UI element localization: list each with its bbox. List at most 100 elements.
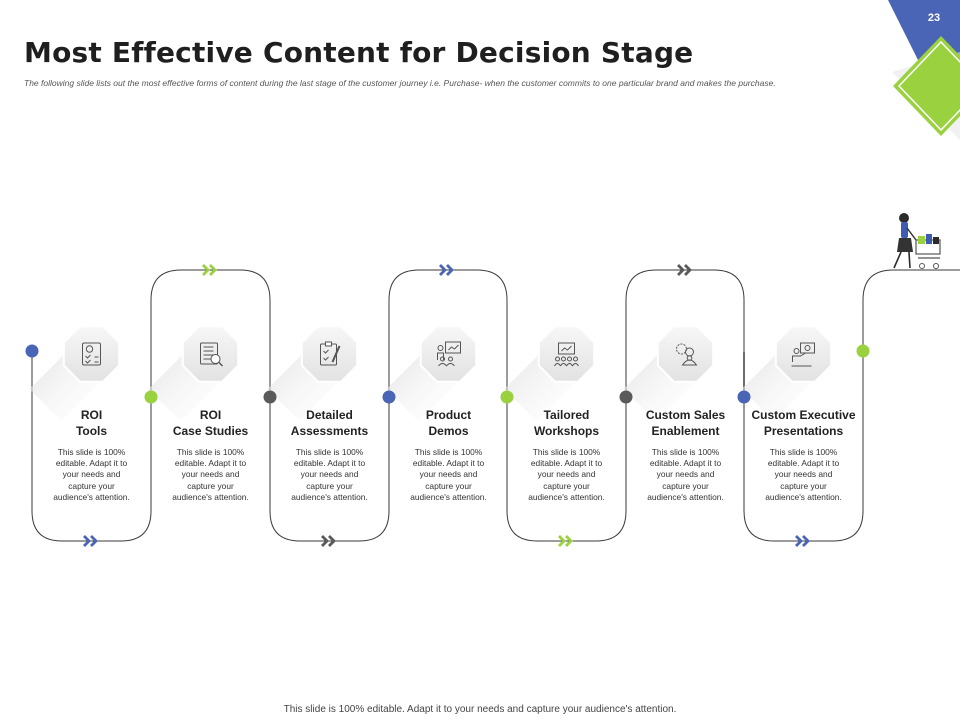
chevron-icon xyxy=(321,535,329,547)
double-chevron-icon xyxy=(439,264,454,276)
step-description-line: editable. Adapt it to xyxy=(174,458,247,469)
step-title-line2: Demos xyxy=(428,424,469,438)
step-description-line: editable. Adapt it to xyxy=(55,458,128,469)
step-description-line: your needs and xyxy=(656,469,715,480)
corner-green-diamond xyxy=(893,36,960,136)
step-description-line: editable. Adapt it to xyxy=(293,458,366,469)
executive-presentation-icon xyxy=(791,342,815,367)
step-title-line2: Case Studies xyxy=(172,424,249,438)
step-badge xyxy=(62,325,121,383)
double-chevron-icon xyxy=(677,264,692,276)
step-title: ROI Case Studies xyxy=(156,407,266,439)
roi-tools-icon xyxy=(82,342,101,366)
assessment-icon xyxy=(320,341,341,366)
page-subtitle: The following slide lists out the most e… xyxy=(24,78,776,88)
shopper-leg xyxy=(908,251,911,269)
double-chevron-icon xyxy=(83,535,98,547)
shopper-illustration xyxy=(893,213,941,269)
step-description-line: This slide is 100% xyxy=(532,447,601,457)
shopper-skirt xyxy=(897,238,913,252)
page-number: 23 xyxy=(927,12,941,24)
shopper-top xyxy=(901,222,908,238)
step-description-line: editable. Adapt it to xyxy=(530,458,603,469)
step-description-line: editable. Adapt it to xyxy=(767,458,840,469)
step-description-line: capture your xyxy=(662,480,709,491)
step-badge xyxy=(181,325,240,383)
flow-node xyxy=(737,390,751,404)
step-description-line: capture your xyxy=(425,480,472,491)
shopper-leg xyxy=(893,251,902,269)
cart-wheel xyxy=(933,263,939,269)
step-description-line: This slide is 100% xyxy=(57,447,126,457)
chevron-icon xyxy=(328,535,336,547)
step-description-line: capture your xyxy=(780,480,827,491)
step-description-line: capture your xyxy=(68,480,115,491)
step-title-line2: Presentations xyxy=(763,424,844,438)
flow-node xyxy=(500,390,514,404)
double-chevron-icon xyxy=(321,535,336,547)
chevron-icon xyxy=(795,535,803,547)
flow-node xyxy=(263,390,277,404)
step-badge xyxy=(300,325,359,383)
cart-wheel xyxy=(919,263,925,269)
step-title-line1: ROI xyxy=(199,408,222,422)
step-description-line: audience's attention. xyxy=(291,491,368,502)
step-title-line1: Product xyxy=(425,408,472,422)
shopper-head xyxy=(899,213,909,223)
step-description-line: audience's attention. xyxy=(410,491,487,502)
step-badge xyxy=(419,325,478,383)
chevron-icon xyxy=(83,535,91,547)
flow-end-node xyxy=(856,344,870,358)
step-description-line: your needs and xyxy=(181,469,240,480)
step-title-line1: Custom Executive xyxy=(751,408,856,422)
flow-path xyxy=(31,269,960,542)
step-description-line: capture your xyxy=(306,480,353,491)
cart-item xyxy=(926,234,932,244)
step-description-line: your needs and xyxy=(62,469,121,480)
step-description-line: audience's attention. xyxy=(765,491,842,502)
double-chevron-icon xyxy=(202,264,217,276)
step-description-line: This slide is 100% xyxy=(176,447,245,457)
step-description-line: This slide is 100% xyxy=(414,447,483,457)
presentation-icon xyxy=(437,341,461,367)
flow-node xyxy=(144,390,158,404)
chevron-icon xyxy=(565,535,573,547)
step-title-line1: Custom Sales xyxy=(645,408,726,422)
step-description-line: This slide is 100% xyxy=(651,447,720,457)
shopper-arm xyxy=(906,227,917,241)
step-title-line1: Detailed xyxy=(306,408,353,422)
step-description-line: your needs and xyxy=(537,469,596,480)
step-title-line1: Tailored xyxy=(543,408,590,422)
step-description-line: audience's attention. xyxy=(647,491,724,502)
footer-note: This slide is 100% editable. Adapt it to… xyxy=(283,704,677,715)
step-description-line: This slide is 100% xyxy=(769,447,838,457)
cart-item xyxy=(933,237,939,244)
step-title-line2: Enablement xyxy=(651,424,720,438)
step-description-line: capture your xyxy=(187,480,234,491)
step-description-line: editable. Adapt it to xyxy=(649,458,722,469)
corner-diamond-outline xyxy=(897,40,960,132)
chevron-icon xyxy=(439,264,447,276)
cart-item xyxy=(918,236,925,244)
flow-node xyxy=(25,344,39,358)
chevron-icon xyxy=(677,264,685,276)
sales-enablement-icon xyxy=(676,343,698,366)
step-description-line: capture your xyxy=(543,480,590,491)
chevron-icon xyxy=(90,535,98,547)
chevron-icon xyxy=(802,535,810,547)
step-description-line: editable. Adapt it to xyxy=(412,458,485,469)
step-description-line: your needs and xyxy=(774,469,833,480)
step-title-line2: Assessments xyxy=(290,424,369,438)
chevron-icon xyxy=(202,264,210,276)
step-description-line: your needs and xyxy=(419,469,478,480)
